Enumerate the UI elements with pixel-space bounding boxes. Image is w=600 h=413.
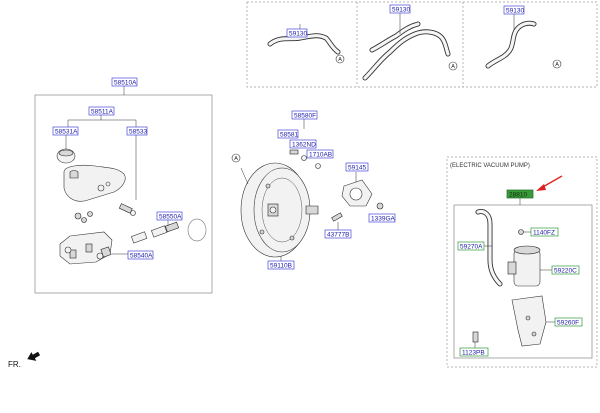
pin-58533 — [118, 203, 136, 216]
ref-marker-a-3: A — [552, 59, 562, 69]
callout-hose-1[interactable]: 59130 — [286, 28, 307, 38]
svg-text:A: A — [555, 62, 559, 68]
svg-text:59130: 59130 — [506, 8, 524, 15]
ref-marker-a-1: A — [335, 54, 345, 64]
svg-text:1362ND: 1362ND — [292, 142, 316, 149]
svg-text:59110B: 59110B — [270, 263, 292, 270]
small-nuts — [74, 211, 93, 223]
callout-bolt-1123[interactable]: 1123PB — [459, 347, 489, 357]
callout-pump[interactable]: 28810 — [506, 189, 534, 199]
callout-clip-1140[interactable]: 1140FZ — [530, 227, 559, 237]
vacuum-pump-panel: (ELECTRIC VACUUM PUMP) — [446, 156, 598, 368]
svg-text:58581: 58581 — [280, 132, 298, 139]
svg-text:1140FZ: 1140FZ — [533, 230, 555, 237]
svg-text:59145: 59145 — [348, 165, 366, 172]
callout-ab-1710[interactable]: 1710AB — [306, 149, 334, 159]
front-direction: FR. — [8, 351, 41, 369]
callout-pump-body[interactable]: 59220C — [551, 265, 580, 275]
master-cylinder — [59, 231, 113, 265]
svg-text:59220C: 59220C — [554, 268, 577, 275]
ref-marker-a-2: A — [448, 61, 458, 71]
highlight-arrow — [536, 175, 563, 191]
pump-bracket — [511, 295, 547, 347]
callout-bracket[interactable]: 59260F — [554, 317, 583, 327]
brake-booster — [240, 162, 319, 258]
ref-marker-a-4: A — [231, 153, 241, 163]
booster-kit-parts — [289, 149, 321, 169]
master-cylinder-frame — [34, 94, 213, 294]
pump-caption: (ELECTRIC VACUUM PUMP) — [450, 163, 530, 169]
nut-1339 — [376, 202, 384, 210]
direction-arrow-icon — [27, 351, 41, 361]
svg-text:28810: 28810 — [509, 192, 527, 199]
svg-text:A: A — [338, 57, 342, 63]
bolt-1123 — [472, 331, 479, 343]
svg-text:59130: 59130 — [289, 31, 307, 38]
callout-nut-1339[interactable]: 1339GA — [368, 213, 396, 223]
vacuum-pump-inner-frame — [453, 204, 593, 359]
callout-pin[interactable]: 58533 — [126, 126, 147, 136]
svg-text:43777B: 43777B — [327, 232, 349, 239]
callout-seal-kit[interactable]: 58550A — [156, 211, 183, 221]
callout-reservoir[interactable]: 58511A — [88, 106, 115, 116]
callout-master-cyl-assy[interactable]: 58510A — [111, 77, 138, 87]
callout-pin-58581[interactable]: 58581 — [277, 129, 298, 139]
callout-sensor[interactable]: 58540A — [127, 250, 154, 260]
gasket — [341, 179, 373, 207]
callout-bolt-43777[interactable]: 43777B — [324, 229, 352, 239]
hose-2 — [362, 12, 451, 81]
direction-label: FR. — [8, 360, 21, 369]
svg-text:59270A: 59270A — [460, 244, 483, 251]
reservoir — [63, 164, 126, 202]
svg-text:58531A: 58531A — [55, 129, 78, 136]
svg-text:1710AB: 1710AB — [309, 152, 332, 159]
hose-panel-frame — [246, 1, 598, 88]
svg-text:58540A: 58540A — [130, 253, 153, 260]
hose-panel: 59130 A 59130 A 5913 — [246, 1, 598, 88]
svg-text:59130: 59130 — [392, 7, 410, 14]
svg-text:1123PB: 1123PB — [462, 350, 485, 357]
callout-hose-3[interactable]: 59130 — [503, 5, 524, 15]
o-ring — [187, 218, 207, 242]
svg-text:58533: 58533 — [129, 129, 147, 136]
callout-cap[interactable]: 58531A — [52, 126, 79, 136]
svg-text:58550A: 58550A — [159, 214, 182, 221]
callout-hose-2[interactable]: 59130 — [389, 4, 410, 14]
svg-text:58510A: 58510A — [114, 80, 137, 87]
pressure-sensor — [100, 246, 112, 258]
svg-text:A: A — [234, 156, 238, 162]
callout-gasket[interactable]: 59145 — [345, 162, 369, 172]
svg-text:A: A — [451, 64, 455, 70]
clip-1140 — [518, 229, 524, 235]
callout-nut-1362[interactable]: 1362ND — [289, 139, 317, 149]
reservoir-cap — [56, 148, 76, 164]
bolt-43777 — [331, 212, 343, 222]
hose-1 — [267, 24, 341, 55]
callout-booster[interactable]: 59110B — [267, 260, 295, 270]
master-cylinder-panel — [34, 84, 213, 294]
callout-hose-pump[interactable]: 59270A — [457, 241, 485, 251]
svg-text:58580F: 58580F — [294, 113, 316, 120]
callout-booster-kit[interactable]: 58580F — [291, 110, 318, 120]
svg-text:58511A: 58511A — [91, 109, 114, 116]
svg-text:59260F: 59260F — [557, 320, 579, 327]
hose-3 — [485, 14, 537, 69]
svg-text:1339GA: 1339GA — [371, 216, 396, 223]
seal-kit — [131, 221, 180, 244]
pump-body — [507, 245, 541, 287]
